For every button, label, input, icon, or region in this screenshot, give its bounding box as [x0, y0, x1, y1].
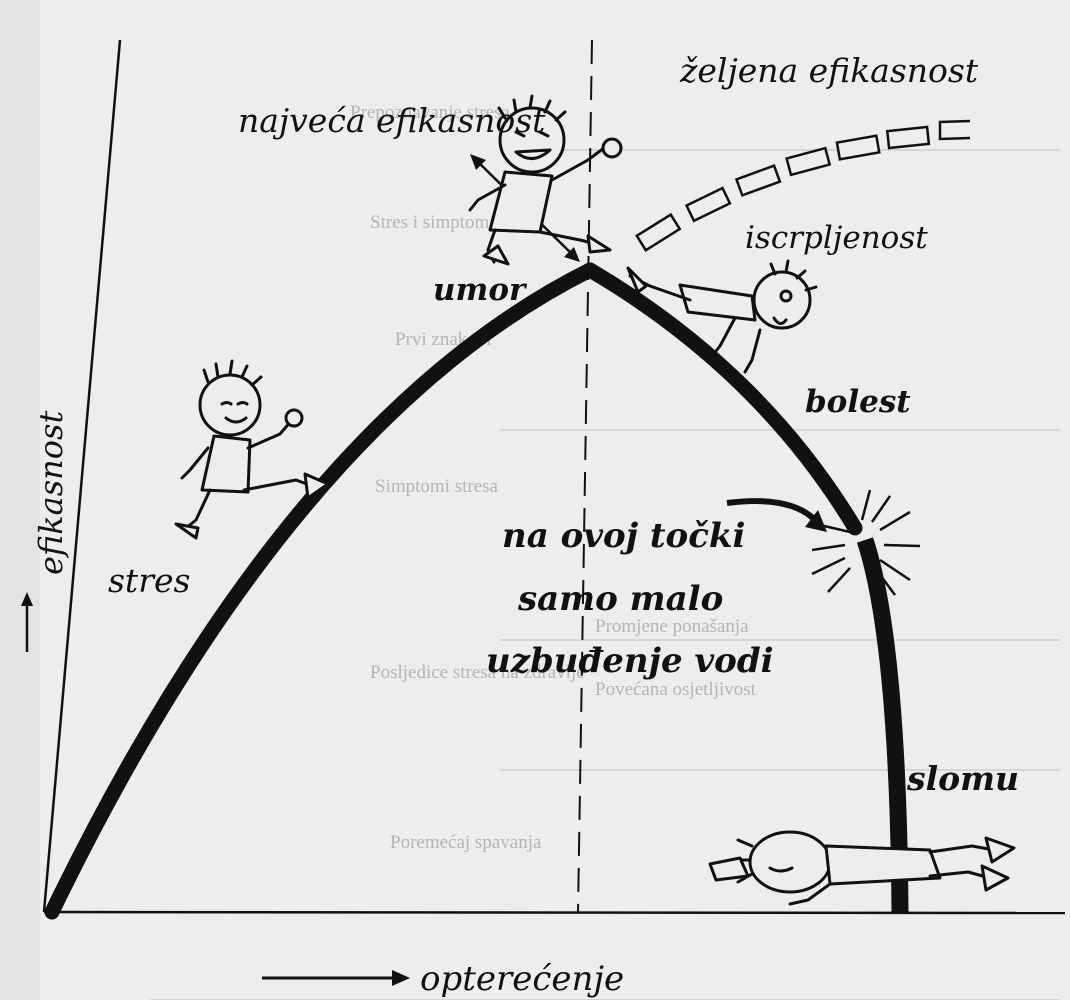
- bleed-text: Simptomi stresa: [375, 476, 499, 497]
- collapsed-boy-illustration: [708, 830, 1016, 906]
- bleed-text: Prepoznavanje stresa: [350, 102, 510, 123]
- bleed-through-lines: [150, 149, 1060, 1000]
- peak-divider-dashed-line: [577, 39, 593, 913]
- note-line-1: na ovoj točki: [502, 516, 745, 556]
- illness-label: bolest: [805, 384, 911, 420]
- exhaustion-label: iscrpljenost: [745, 220, 928, 256]
- desired-efficiency-label: željena efikasnost: [679, 51, 979, 90]
- y-axis-label: efikasnost: [32, 411, 70, 575]
- y-axis-direction-arrow: [21, 592, 33, 652]
- desired-efficiency-dashed-arc: [635, 119, 971, 252]
- breakdown-drop-line: [856, 537, 909, 913]
- bleed-text: Stres i simptomi: [370, 212, 495, 233]
- y-axis-line: [42, 39, 122, 913]
- note-line-2: samo malo: [517, 579, 723, 619]
- exhausted-boy-illustration: [626, 259, 818, 374]
- running-boy-illustration: [174, 359, 330, 540]
- x-axis-label: opterećenje: [420, 959, 624, 999]
- bleed-text: Poremećaj spavanja: [390, 832, 542, 853]
- peak-efficiency-label: najveća efikasnost: [238, 101, 546, 140]
- page-edge-shadow: [0, 0, 40, 1000]
- note-line-3: uzbuđenje vodi: [486, 641, 774, 681]
- x-axis-direction-arrow: [262, 970, 410, 986]
- bleed-text: Povećana osjetljivost: [595, 679, 757, 700]
- peak-boy-illustration: [468, 94, 623, 266]
- bleed-text: Posljedice stresa na zdravlje: [370, 662, 585, 683]
- efficiency-curve-rising: [44, 262, 598, 920]
- bleed-through-text: Prepoznavanje stresa Stres i simptomi Pr…: [350, 102, 757, 853]
- efficiency-curve-falling: [582, 262, 863, 536]
- breakdown-label: slomu: [906, 759, 1019, 798]
- bleed-text: Promjene ponašanja: [595, 616, 749, 637]
- breakdown-burst-icon: [811, 489, 921, 596]
- x-axis-line: [43, 910, 1066, 915]
- stress-label: stres: [108, 561, 190, 600]
- fatigue-label: umor: [433, 272, 528, 308]
